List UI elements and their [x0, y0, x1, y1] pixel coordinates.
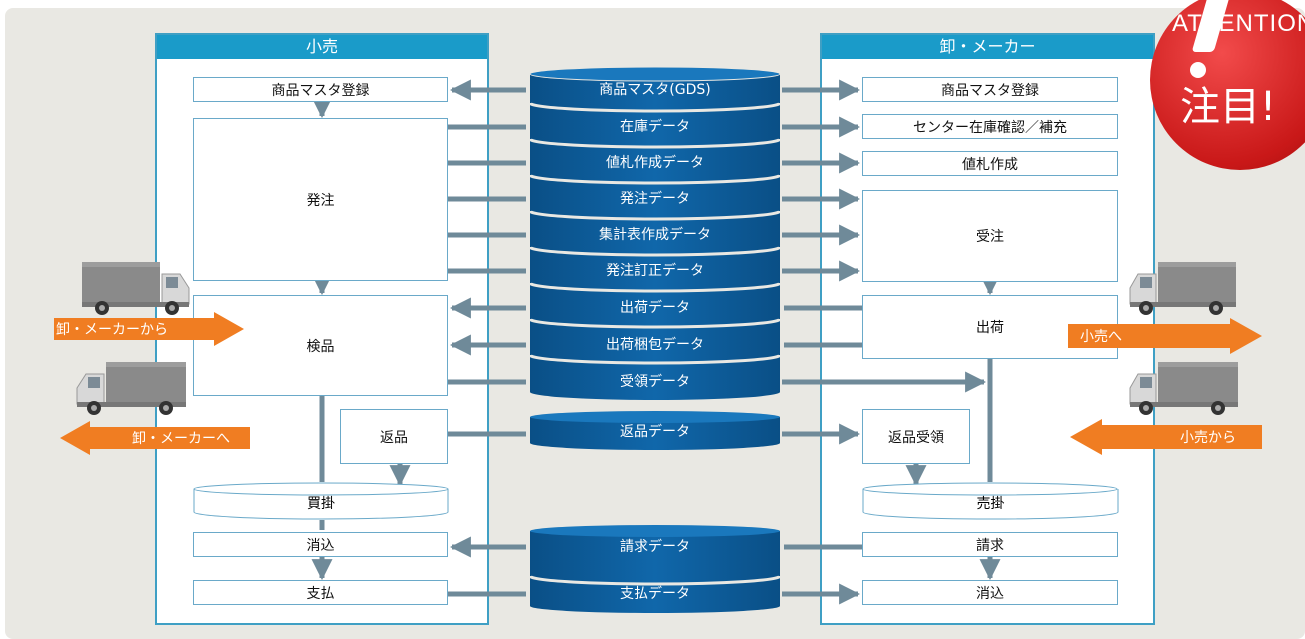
billing-data-stack — [528, 525, 782, 613]
data-stack-upper — [528, 66, 782, 400]
cylinder-band-divider — [528, 318, 782, 329]
cylinder-band-divider — [528, 246, 782, 257]
truck-icon — [76, 362, 186, 415]
cylinder-band-divider — [528, 138, 782, 149]
data-flow-payment: 支払データ — [620, 586, 690, 602]
cylinder-band-divider — [528, 174, 782, 185]
inbound-from-retail-arrow — [1070, 419, 1262, 455]
wholesale-clearing-box: 消込 — [862, 580, 1118, 605]
wholesale-column-title: 卸・メーカー — [822, 35, 1153, 59]
data-flow-order-correction: 発注訂正データ — [606, 263, 704, 279]
truck-icon — [82, 262, 190, 315]
data-flow-order: 発注データ — [620, 191, 690, 207]
accounts-payable-label: 買掛 — [307, 496, 335, 512]
cylinder-band-divider — [528, 282, 782, 293]
outbound-to-retail-arrow — [1068, 318, 1262, 354]
truck-icon — [1129, 262, 1236, 315]
data-flow-receipt: 受領データ — [620, 374, 690, 390]
attention-english-label: ATTENTION — [1172, 10, 1305, 37]
wholesale-return-receipt-box: 返品受領 — [862, 409, 970, 464]
data-flow-shipping: 出荷データ — [620, 300, 690, 316]
wholesale-order-receipt-box: 受注 — [862, 190, 1118, 282]
retail-inspection-box: 検品 — [193, 295, 448, 396]
cylinder-band-divider — [528, 354, 782, 365]
data-flow-shipping-packing: 出荷梱包データ — [606, 337, 704, 353]
exclamation-dot-icon — [1190, 62, 1206, 78]
accounts-receivable-label: 売掛 — [976, 496, 1005, 512]
retail-master-registration-box: 商品マスタ登録 — [193, 77, 448, 102]
cylinder-upper-bands — [528, 102, 782, 365]
outbound-to-maker-arrow — [60, 421, 250, 455]
inbound-from-maker-arrow — [54, 312, 244, 346]
wholesale-invoice-box: 請求 — [862, 532, 1118, 557]
cylinder-band-divider — [528, 102, 782, 113]
inbound-from-maker-label: 卸・メーカーから — [56, 322, 168, 338]
data-flow-price-tag: 値札作成データ — [606, 155, 704, 171]
returns-data-cylinder — [530, 411, 780, 450]
cylinder-upper-top — [529, 66, 781, 82]
wholesale-master-registration-box: 商品マスタ登録 — [862, 77, 1118, 102]
accounts-payable-ledger — [193, 482, 449, 520]
retail-clearing-box: 消込 — [193, 532, 448, 557]
wholesale-price-tag-box: 値札作成 — [862, 151, 1118, 176]
cylinder-upper-body — [530, 74, 780, 400]
data-flow-invoice: 請求データ — [620, 539, 690, 555]
attention-circle: ATTENTION 注目! — [1150, 0, 1305, 170]
retail-payment-box: 支払 — [193, 580, 448, 605]
wholesale-center-inventory-box: センター在庫確認／補充 — [862, 114, 1118, 139]
data-flow-summary: 集計表作成データ — [599, 227, 711, 243]
outbound-to-maker-label: 卸・メーカーへ — [132, 431, 230, 447]
cylinder-band-divider — [528, 210, 782, 221]
retail-returns-box: 返品 — [340, 409, 448, 464]
inbound-from-retail-label: 小売から — [1180, 430, 1236, 446]
truck-icon — [1129, 362, 1238, 415]
outbound-to-retail-label: 小売へ — [1080, 329, 1122, 345]
attention-badge: ATTENTION 注目! — [1150, 0, 1305, 170]
data-flow-inventory: 在庫データ — [620, 119, 690, 135]
retail-order-box: 発注 — [193, 118, 448, 281]
retail-column-title: 小売 — [157, 35, 487, 59]
accounts-receivable-ledger — [862, 482, 1119, 520]
data-flow-returns: 返品データ — [620, 424, 690, 440]
data-flow-master-gds: 商品マスタ(GDS) — [599, 82, 711, 98]
attention-japanese-label: 注目! — [1180, 84, 1277, 130]
